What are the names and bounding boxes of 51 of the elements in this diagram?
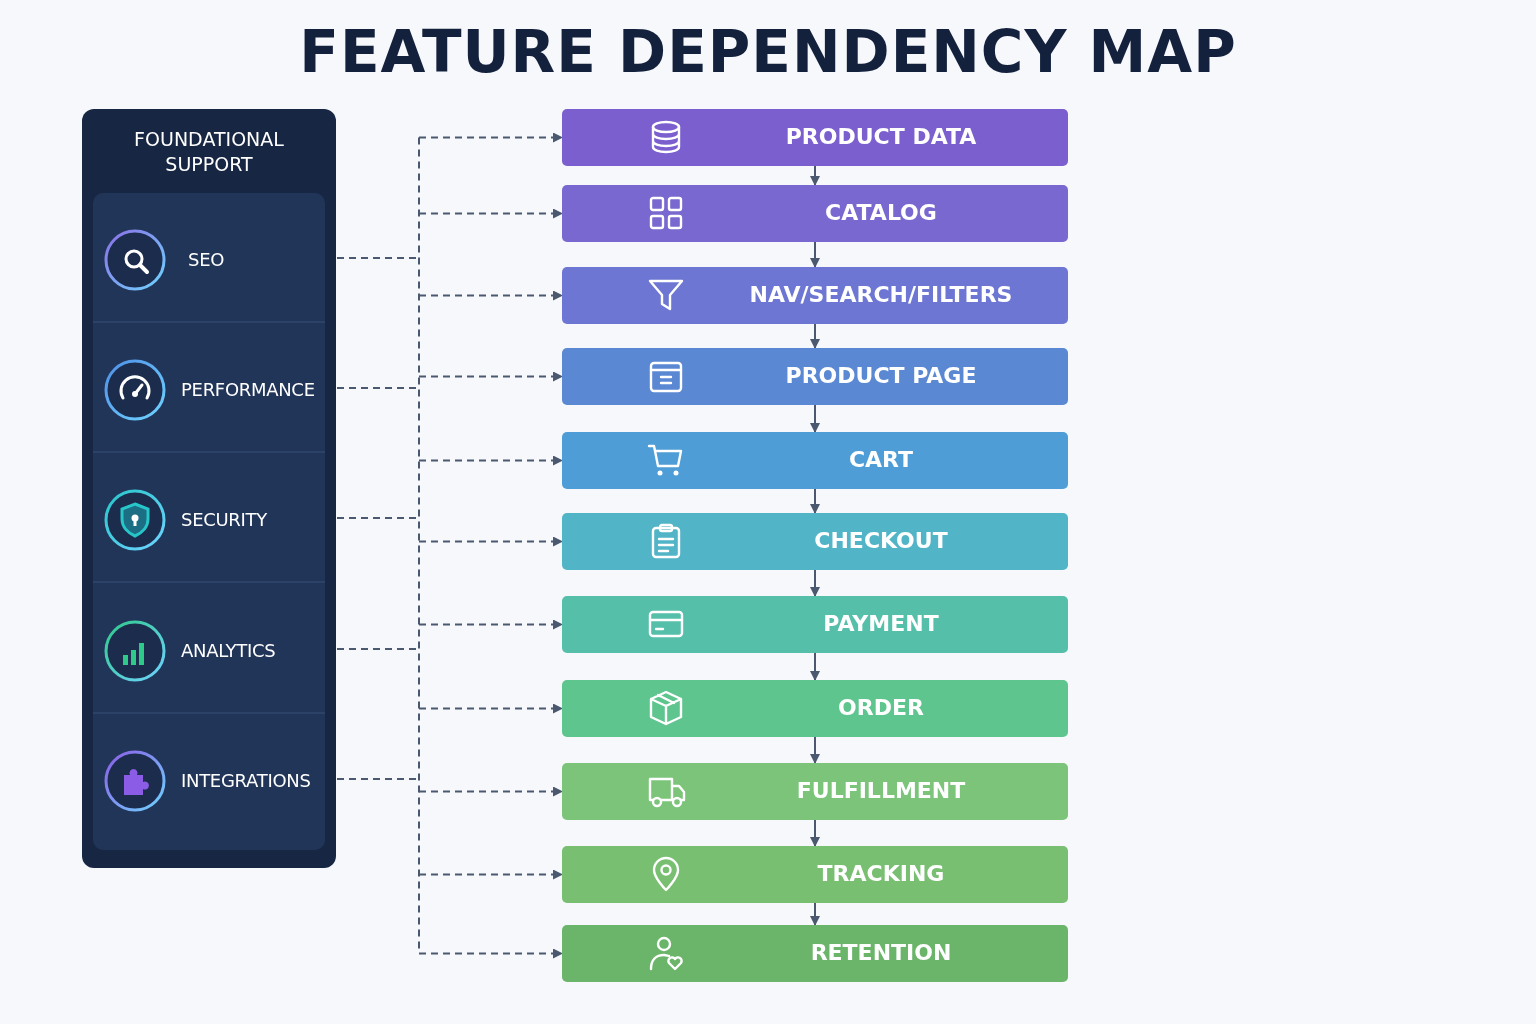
feature-bar [562,432,1068,489]
dashed-arrow [418,948,563,959]
arrow [810,165,820,186]
feature-bar [562,680,1068,737]
arrow [810,241,820,268]
dashed-arrow [418,869,563,880]
arrow [810,488,820,514]
feature-label: CHECKOUT [813,528,949,553]
arrow [810,902,820,926]
feature-label: ORDER [837,695,925,720]
feature-bar [562,763,1068,820]
feature-label: NAV/SEARCH/FILTERS [748,282,1014,307]
support-label: PERFORMANCE [181,379,315,400]
feature-label: PRODUCT DATA [784,124,978,149]
arrow [810,569,820,597]
feature-label: TRACKING [816,861,946,886]
dashed-arrow [418,703,563,714]
feature-label: CART [847,447,915,472]
support-label: SECURITY [181,509,267,530]
feature-bar [562,267,1068,324]
feature-bar [562,925,1068,982]
support-label: SEO [188,249,225,270]
feature-bar [562,109,1068,166]
arrow [810,736,820,764]
dashed-arrow [418,290,563,301]
feature-bar [562,846,1068,903]
dashed-arrow [418,619,563,630]
support-label: ANALYTICS [181,640,276,661]
feature-label: RETENTION [809,940,953,965]
dashed-arrow [418,786,563,797]
arrow [810,404,820,433]
support-label: INTEGRATIONS [181,770,311,791]
arrow [810,652,820,681]
dashed-arrow [418,132,563,143]
dashed-arrow [418,208,563,219]
sidebar-panel [82,109,336,868]
feature-label: FULFILLMENT [795,778,967,803]
feature-label: PRODUCT PAGE [784,363,978,388]
feature-label: CATALOG [824,200,938,225]
panel-heading: FOUNDATIONAL SUPPORT [133,127,285,177]
dashed-arrow [418,371,563,382]
feature-label: PAYMENT [822,611,940,636]
dashed-arrow [418,536,563,547]
arrow [810,819,820,847]
title: FEATURE DEPENDENCY MAP [298,18,1238,86]
feature-bar [562,596,1068,653]
arrow [810,323,820,349]
feature-bar [562,348,1068,405]
dashed-arrow [418,455,563,466]
feature-bar [562,513,1068,570]
feature-bar [562,185,1068,242]
